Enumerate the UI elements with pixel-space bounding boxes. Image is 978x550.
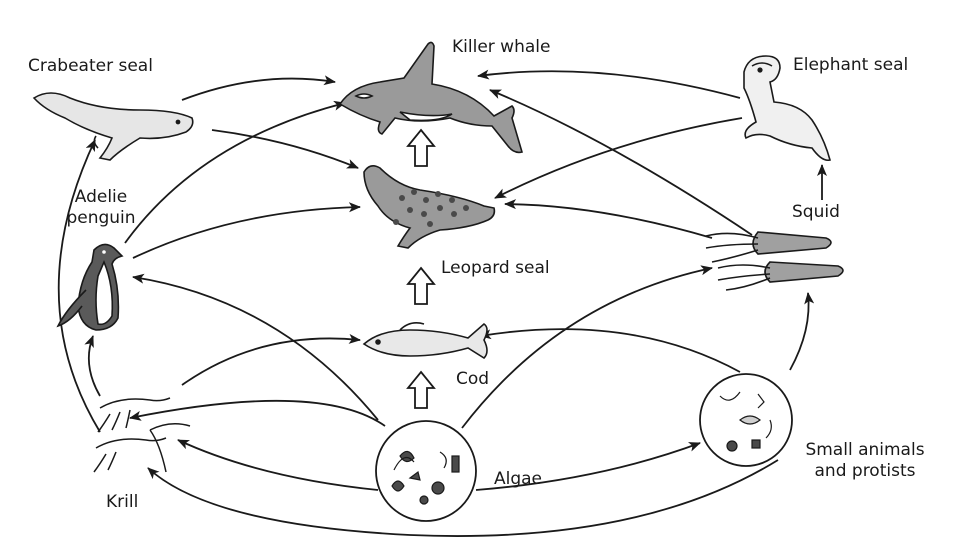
arrow-squid-to-leopardseal: [504, 199, 713, 239]
algae-image: [375, 420, 477, 522]
arrow-algae-to-cod: [129, 399, 386, 427]
squid-label: Squid: [792, 202, 840, 222]
small-animals-label-line2: and protists: [814, 461, 916, 481]
block-arrows: [406, 128, 436, 409]
arrow-elephantseal-to-leopardseal: [494, 117, 743, 199]
elephant-seal-image: [743, 55, 831, 162]
block-arrow-cod-to-leopard: [406, 266, 436, 305]
arrow-penguin-to-killerwhale: [124, 100, 346, 244]
killer-whale-label: Killer whale: [452, 37, 551, 57]
adelie-penguin-label-line1: Adelie: [74, 187, 128, 207]
arrow-algae-to-squid: [461, 265, 713, 429]
krill-label: Krill: [106, 492, 139, 512]
arrow-penguin-to-leopardseal: [132, 202, 361, 259]
leopard-seal-image: [363, 164, 496, 249]
arrow-smallanimals-to-cod: [479, 328, 741, 373]
feeding-arrows: [57, 69, 827, 537]
arrow-crabeater-to-killerwhale: [181, 75, 336, 101]
crabeater-seal-label: Crabeater seal: [28, 56, 153, 76]
arrow-algae-to-krill: [177, 439, 379, 491]
arrow-squid-to-killerwhale: [489, 89, 753, 236]
crabeater-seal-image: [32, 92, 194, 161]
adelie-penguin-label: Adelie penguin: [66, 187, 136, 229]
block-arrow-leopard-to-whale: [406, 128, 436, 167]
arrow-crabeater-to-leopardseal: [211, 129, 359, 169]
leopard-seal-label: Leopard seal: [441, 258, 550, 278]
small-animals-protists-image: [699, 373, 793, 467]
algae-label: Algae: [494, 469, 543, 489]
small-animals-label-line1: Small animals: [805, 440, 925, 460]
adelie-penguin-label-line2: penguin: [66, 208, 136, 228]
arrow-smallanimals-to-krill: [147, 459, 779, 537]
small-animals-protists-label: Small animals and protists: [800, 440, 930, 482]
arrow-krill-to-crabeaterseal: [57, 139, 101, 433]
arrow-algae-to-smallanimals: [475, 442, 701, 491]
arrow-smallanimals-to-squid: [789, 292, 815, 371]
killer-whale-image: [338, 41, 524, 154]
adelie-penguin-image: [56, 243, 124, 331]
arrow-krill-to-cod: [181, 333, 361, 386]
arrow-elephantseal-to-killerwhale: [477, 69, 741, 99]
arrow-algae-to-penguin: [132, 273, 379, 421]
block-arrow-algae-to-cod: [406, 370, 436, 409]
cod-image: [362, 322, 488, 360]
squid-image: [705, 231, 844, 291]
krill-image: [93, 397, 191, 473]
cod-label: Cod: [456, 369, 490, 389]
elephant-seal-label: Elephant seal: [793, 55, 909, 75]
arrow-krill-to-penguin: [84, 335, 101, 397]
